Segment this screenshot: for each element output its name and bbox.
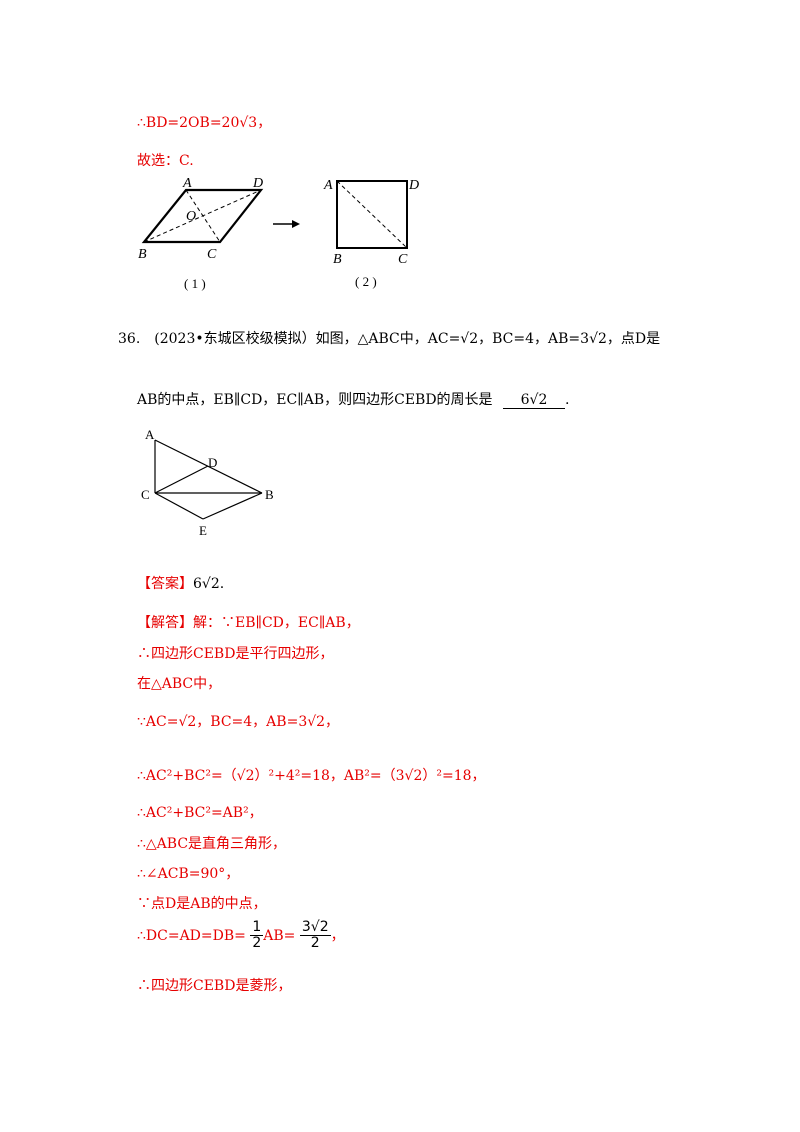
label-d1: D — [252, 176, 263, 191]
label-d3: D — [208, 455, 217, 470]
diagonal-ac2 — [336, 180, 408, 249]
solution-line-3: 在△ABC中， — [137, 676, 222, 692]
solution-line-11: ∴四边形CEBD是菱形， — [137, 978, 292, 994]
label-a3: A — [145, 427, 155, 442]
fraction-half-den: 2 — [252, 935, 262, 952]
label-o1: O — [186, 209, 196, 224]
label-c2: C — [398, 252, 408, 267]
answer-blank: 6√2 — [503, 392, 566, 409]
bd-equation: ∴BD=2OB=20√3， — [137, 115, 272, 131]
choice-line: 故选：C. — [137, 153, 194, 169]
fraction-half-num: 1 — [250, 919, 264, 937]
parallelogram-figure: A D O B C ( 1 ) A D B C ( 2 ) — [138, 176, 419, 291]
answer-line: 【答案】6√2. — [137, 573, 224, 593]
solution-line-1: 【解答】解：∵EB∥CD，EC∥AB， — [137, 612, 360, 632]
solution-line-9: ∵点D是AB的中点， — [137, 896, 267, 912]
solution-line-6: ∴AC²+BC²=AB²， — [137, 805, 263, 821]
label-c3: C — [141, 487, 150, 502]
caption-1: ( 1 ) — [184, 276, 206, 291]
question-36-end: . — [565, 392, 570, 408]
solution-tag: 【解答】 — [137, 615, 193, 631]
solution-line-7: ∴△ABC是直角三角形， — [137, 836, 287, 852]
solution-line-8: ∴∠ACB=90°， — [137, 866, 240, 882]
answer-blank-value: 6√2 — [520, 392, 548, 408]
answer-tag: 【答案】 — [137, 576, 193, 592]
arrow-head-icon — [292, 220, 300, 228]
parallelogram-shape — [141, 188, 264, 244]
diagonal-bd — [143, 189, 262, 243]
segment-ce — [154, 492, 204, 520]
label-b3: B — [265, 487, 274, 502]
question-36-text: AB的中点，EB∥CD，EC∥AB，则四边形CEBD的周长是 — [137, 392, 493, 408]
label-c1: C — [207, 247, 217, 262]
answer-value: 6√2. — [193, 576, 225, 592]
label-a2: A — [323, 178, 333, 193]
label-d2: D — [408, 178, 419, 193]
label-a1: A — [182, 176, 192, 191]
solution-line-4: ∵AC=√2，BC=4，AB=3√2， — [137, 714, 340, 730]
segment-eb — [202, 492, 263, 520]
triangle-figure: A D C B E — [141, 427, 274, 538]
solution-line-2: ∴四边形CEBD是平行四边形， — [137, 646, 334, 662]
solution-text-10b: AB= — [263, 927, 296, 944]
caption-2: ( 2 ) — [355, 274, 377, 289]
question-36-line2: AB的中点，EB∥CD，EC∥AB，则四边形CEBD的周长是 6√2. — [137, 389, 569, 409]
segment-cd — [154, 465, 209, 494]
square-shape — [336, 180, 408, 249]
fraction-2-den: 2 — [310, 935, 320, 952]
segment-ab — [154, 439, 263, 494]
fraction-2-num: 3√2 — [299, 919, 331, 937]
label-b2: B — [333, 252, 342, 267]
solution-text-10a: ∴DC=AD=DB= — [137, 927, 246, 944]
question-36-line1: 36. (2023•东城区校级模拟）如图，△ABC中，AC=√2，BC=4，AB… — [118, 331, 661, 347]
solution-line-5: ∴AC²+BC²=（√2）²+4²=18，AB²=（3√2）²=18， — [137, 768, 486, 784]
label-e3: E — [199, 523, 207, 538]
label-b1: B — [138, 247, 147, 262]
solution-text-1: 解：∵EB∥CD，EC∥AB， — [193, 615, 360, 631]
solution-text-10c: ， — [330, 927, 345, 944]
